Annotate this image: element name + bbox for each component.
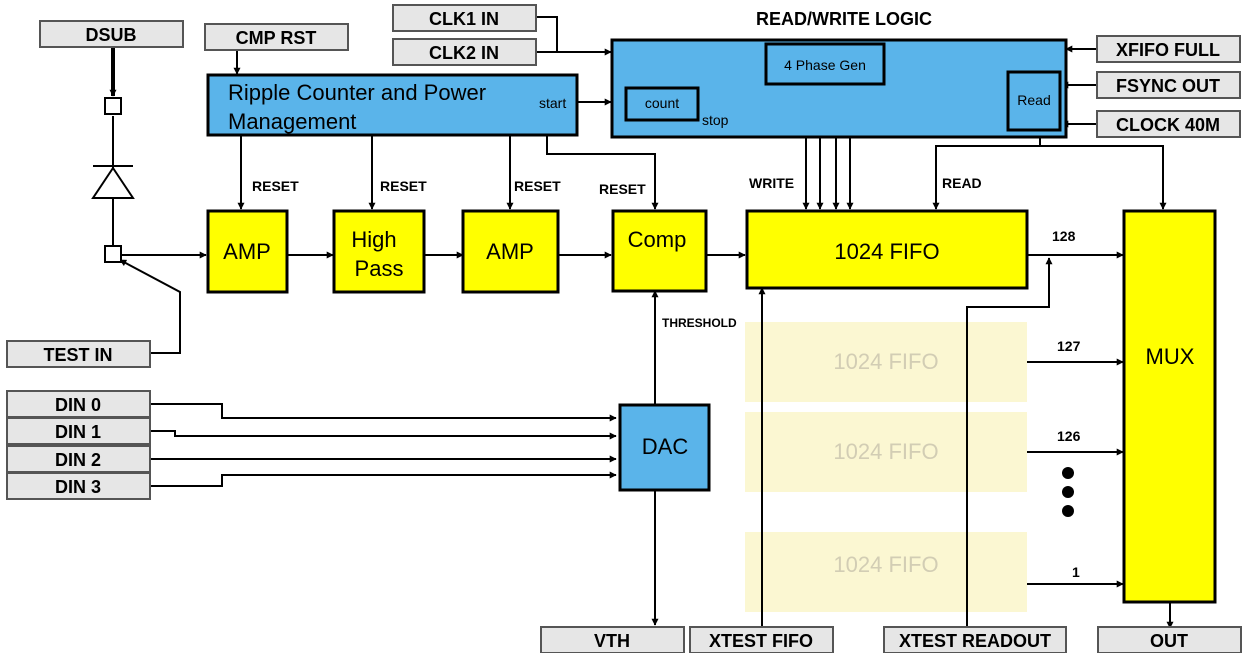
pin-din1-label: DIN 1 bbox=[55, 422, 101, 442]
dac-label: DAC bbox=[642, 434, 689, 459]
pin-xtest-fifo: XTEST FIFO bbox=[689, 626, 834, 653]
highpass-block bbox=[332, 209, 426, 294]
pin-clk1-in-label: CLK1 IN bbox=[429, 9, 499, 29]
reset-label-4: RESET bbox=[599, 181, 646, 197]
ripple-counter-line2: Management bbox=[228, 109, 356, 134]
fifo-main-label: 1024 FIFO bbox=[834, 239, 939, 264]
pin-vth-label: VTH bbox=[594, 631, 630, 651]
pin-fsync-out-label: FSYNC OUT bbox=[1116, 76, 1220, 96]
channel-1-label: 1 bbox=[1072, 564, 1080, 580]
detector-diode-icon bbox=[91, 97, 135, 263]
pin-din3: DIN 3 bbox=[6, 472, 151, 500]
write-label: WRITE bbox=[749, 175, 794, 191]
count-label: count bbox=[645, 95, 679, 111]
pin-dsub-label: DSUB bbox=[85, 25, 136, 45]
fifo-1-block bbox=[745, 532, 1027, 612]
ripple-start-label: start bbox=[539, 95, 566, 111]
pin-clock-40m: CLOCK 40M bbox=[1096, 110, 1241, 138]
pin-vth: VTH bbox=[540, 626, 685, 653]
reset-label-3: RESET bbox=[514, 178, 561, 194]
pin-xtest-fifo-label: XTEST FIFO bbox=[709, 631, 813, 651]
fifo-127-label: 1024 FIFO bbox=[833, 349, 938, 374]
stop-label: stop bbox=[702, 112, 729, 128]
pin-clk2-in: CLK2 IN bbox=[392, 38, 537, 66]
pin-din2-label: DIN 2 bbox=[55, 450, 101, 470]
fifo-126-block bbox=[745, 412, 1027, 492]
read-label: Read bbox=[1017, 92, 1050, 108]
pin-xtest-readout-label: XTEST READOUT bbox=[899, 631, 1051, 651]
rw-logic-title: READ/WRITE LOGIC bbox=[756, 9, 932, 29]
pin-dsub: DSUB bbox=[39, 20, 184, 48]
dac-block bbox=[618, 403, 711, 492]
pin-test-in-label: TEST IN bbox=[43, 345, 112, 365]
mux-block bbox=[1122, 209, 1217, 604]
pin-fsync-out: FSYNC OUT bbox=[1096, 71, 1241, 99]
pin-xfifo-full: XFIFO FULL bbox=[1096, 35, 1241, 63]
amp1-block bbox=[206, 209, 289, 294]
channel-128-label: 128 bbox=[1052, 228, 1076, 244]
comp-label: Comp bbox=[628, 227, 687, 252]
ellipsis-dots-icon bbox=[1062, 467, 1074, 517]
ripple-counter-line1: Ripple Counter and Power bbox=[228, 80, 486, 105]
pin-din3-label: DIN 3 bbox=[55, 477, 101, 497]
highpass-label-line1: High bbox=[351, 227, 396, 252]
count-block bbox=[624, 86, 700, 122]
ripple-counter-block bbox=[206, 73, 579, 137]
pin-out-label: OUT bbox=[1150, 631, 1188, 651]
phase-gen-block bbox=[764, 42, 886, 86]
pin-din0-label: DIN 0 bbox=[55, 395, 101, 415]
pin-din0: DIN 0 bbox=[6, 390, 151, 418]
pin-xfifo-full-label: XFIFO FULL bbox=[1116, 40, 1220, 60]
phase-gen-label: 4 Phase Gen bbox=[784, 57, 866, 73]
reset-label-1: RESET bbox=[252, 178, 299, 194]
pin-clk2-in-label: CLK2 IN bbox=[429, 43, 499, 63]
pin-clk1-in: CLK1 IN bbox=[392, 4, 537, 32]
read-signal-label: READ bbox=[942, 175, 982, 191]
reset-label-2: RESET bbox=[380, 178, 427, 194]
pin-out: OUT bbox=[1097, 626, 1242, 653]
channel-127-label: 127 bbox=[1057, 338, 1081, 354]
pin-din2: DIN 2 bbox=[6, 445, 151, 473]
pin-cmp-rst-label: CMP RST bbox=[236, 28, 317, 48]
pin-cmp-rst: CMP RST bbox=[204, 23, 349, 51]
fifo-126-label: 1024 FIFO bbox=[833, 439, 938, 464]
fifo-127-block bbox=[745, 322, 1027, 402]
read-block bbox=[1006, 70, 1062, 132]
highpass-label-line2: Pass bbox=[355, 256, 404, 281]
fifo-1-label: 1024 FIFO bbox=[833, 552, 938, 577]
pin-clock-40m-label: CLOCK 40M bbox=[1116, 115, 1220, 135]
mux-label: MUX bbox=[1146, 344, 1195, 369]
comp-block bbox=[611, 209, 708, 293]
amp1-label: AMP bbox=[223, 239, 271, 264]
amp2-block bbox=[461, 209, 560, 294]
fifo-main-block bbox=[745, 209, 1029, 290]
pin-din1: DIN 1 bbox=[6, 417, 151, 445]
pin-test-in: TEST IN bbox=[6, 340, 151, 368]
amp2-label: AMP bbox=[486, 239, 534, 264]
threshold-label: THRESHOLD bbox=[662, 316, 737, 330]
channel-126-label: 126 bbox=[1057, 428, 1081, 444]
pin-xtest-readout: XTEST READOUT bbox=[883, 626, 1067, 653]
